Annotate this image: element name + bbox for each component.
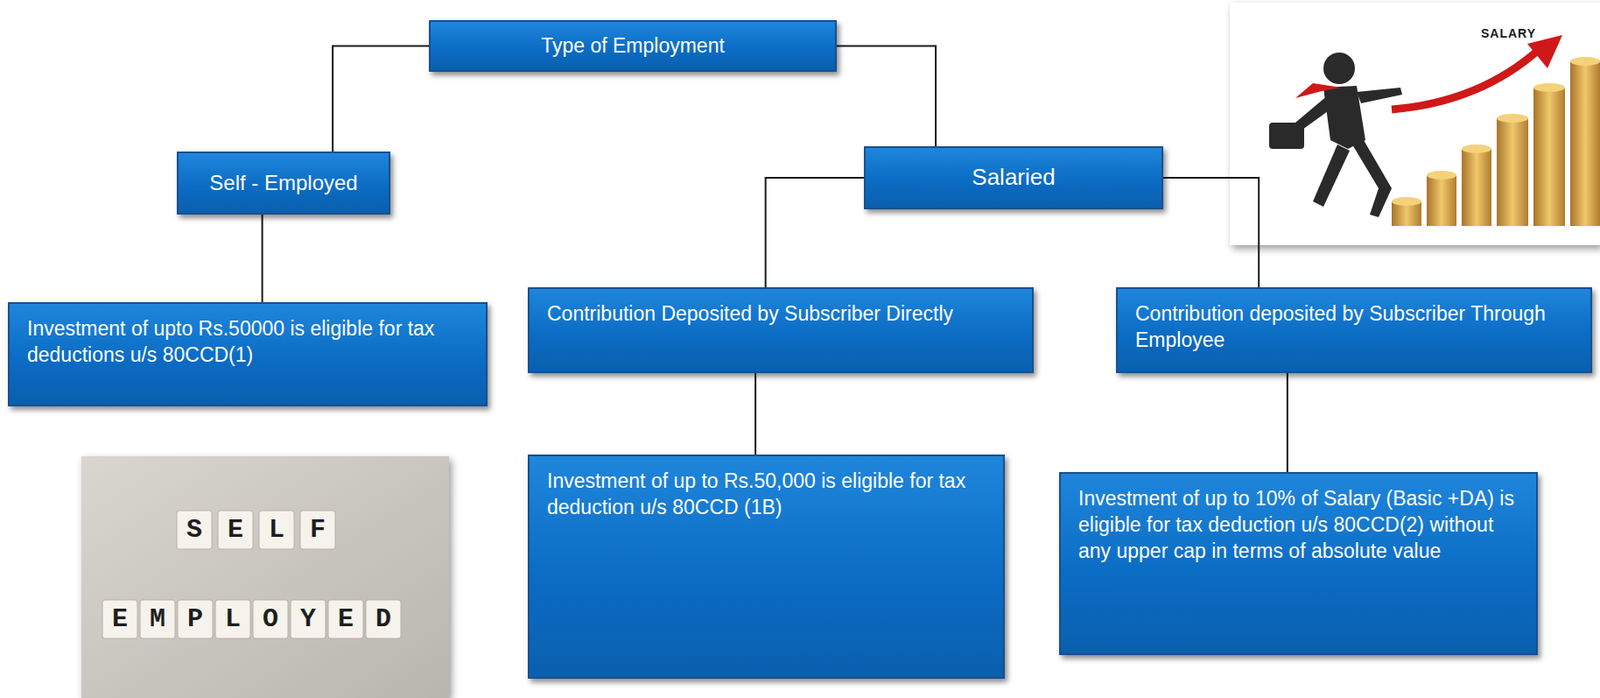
box-text: Investment of up to 10% of Salary (Basic… [1078, 485, 1519, 565]
box-text: Type of Employment [439, 33, 827, 60]
process-box: Contribution Deposited by Subscriber Dir… [527, 287, 1034, 373]
process-box: Investment of upto Rs.50000 is eligible … [7, 301, 488, 407]
connector-line [765, 177, 864, 288]
box-text: Salaried [876, 162, 1151, 193]
process-box: Investment of up to 10% of Salary (Basic… [1059, 471, 1538, 655]
process-box: Contribution deposited by Subscriber Thr… [1115, 287, 1593, 373]
box-text: Investment of upto Rs.50000 is eligible … [27, 315, 469, 369]
box-text: Investment of up to Rs.50,000 is eligibl… [547, 468, 986, 521]
box-text: Self - Employed [189, 168, 379, 197]
connector-line [1163, 177, 1259, 288]
process-box: Investment of up to Rs.50,000 is eligibl… [527, 454, 1005, 679]
box-text: Contribution deposited by Subscriber Thr… [1135, 301, 1573, 354]
connector-line [261, 214, 264, 302]
arrow-head [1527, 35, 1563, 69]
connector-line [1286, 372, 1289, 472]
box-text: Contribution Deposited by Subscriber Dir… [547, 301, 1015, 328]
running-man [1269, 52, 1403, 218]
process-box: Self - Employed [176, 151, 391, 215]
connector-line [754, 372, 757, 455]
picture-label: SALARY [1480, 27, 1537, 40]
tile-word: SELF [186, 516, 351, 543]
rising-arrow [1391, 48, 1541, 110]
self-employed-picture [81, 456, 450, 698]
process-box: Type of Employment [428, 20, 837, 72]
picture-frame [1229, 2, 1600, 246]
connector-line [836, 46, 936, 148]
tile-word: EMPLOYED [112, 605, 414, 632]
picture-frame [81, 456, 450, 698]
process-box: Salaried [863, 146, 1164, 210]
salary-picture [1229, 2, 1600, 246]
connector-line [332, 46, 429, 153]
